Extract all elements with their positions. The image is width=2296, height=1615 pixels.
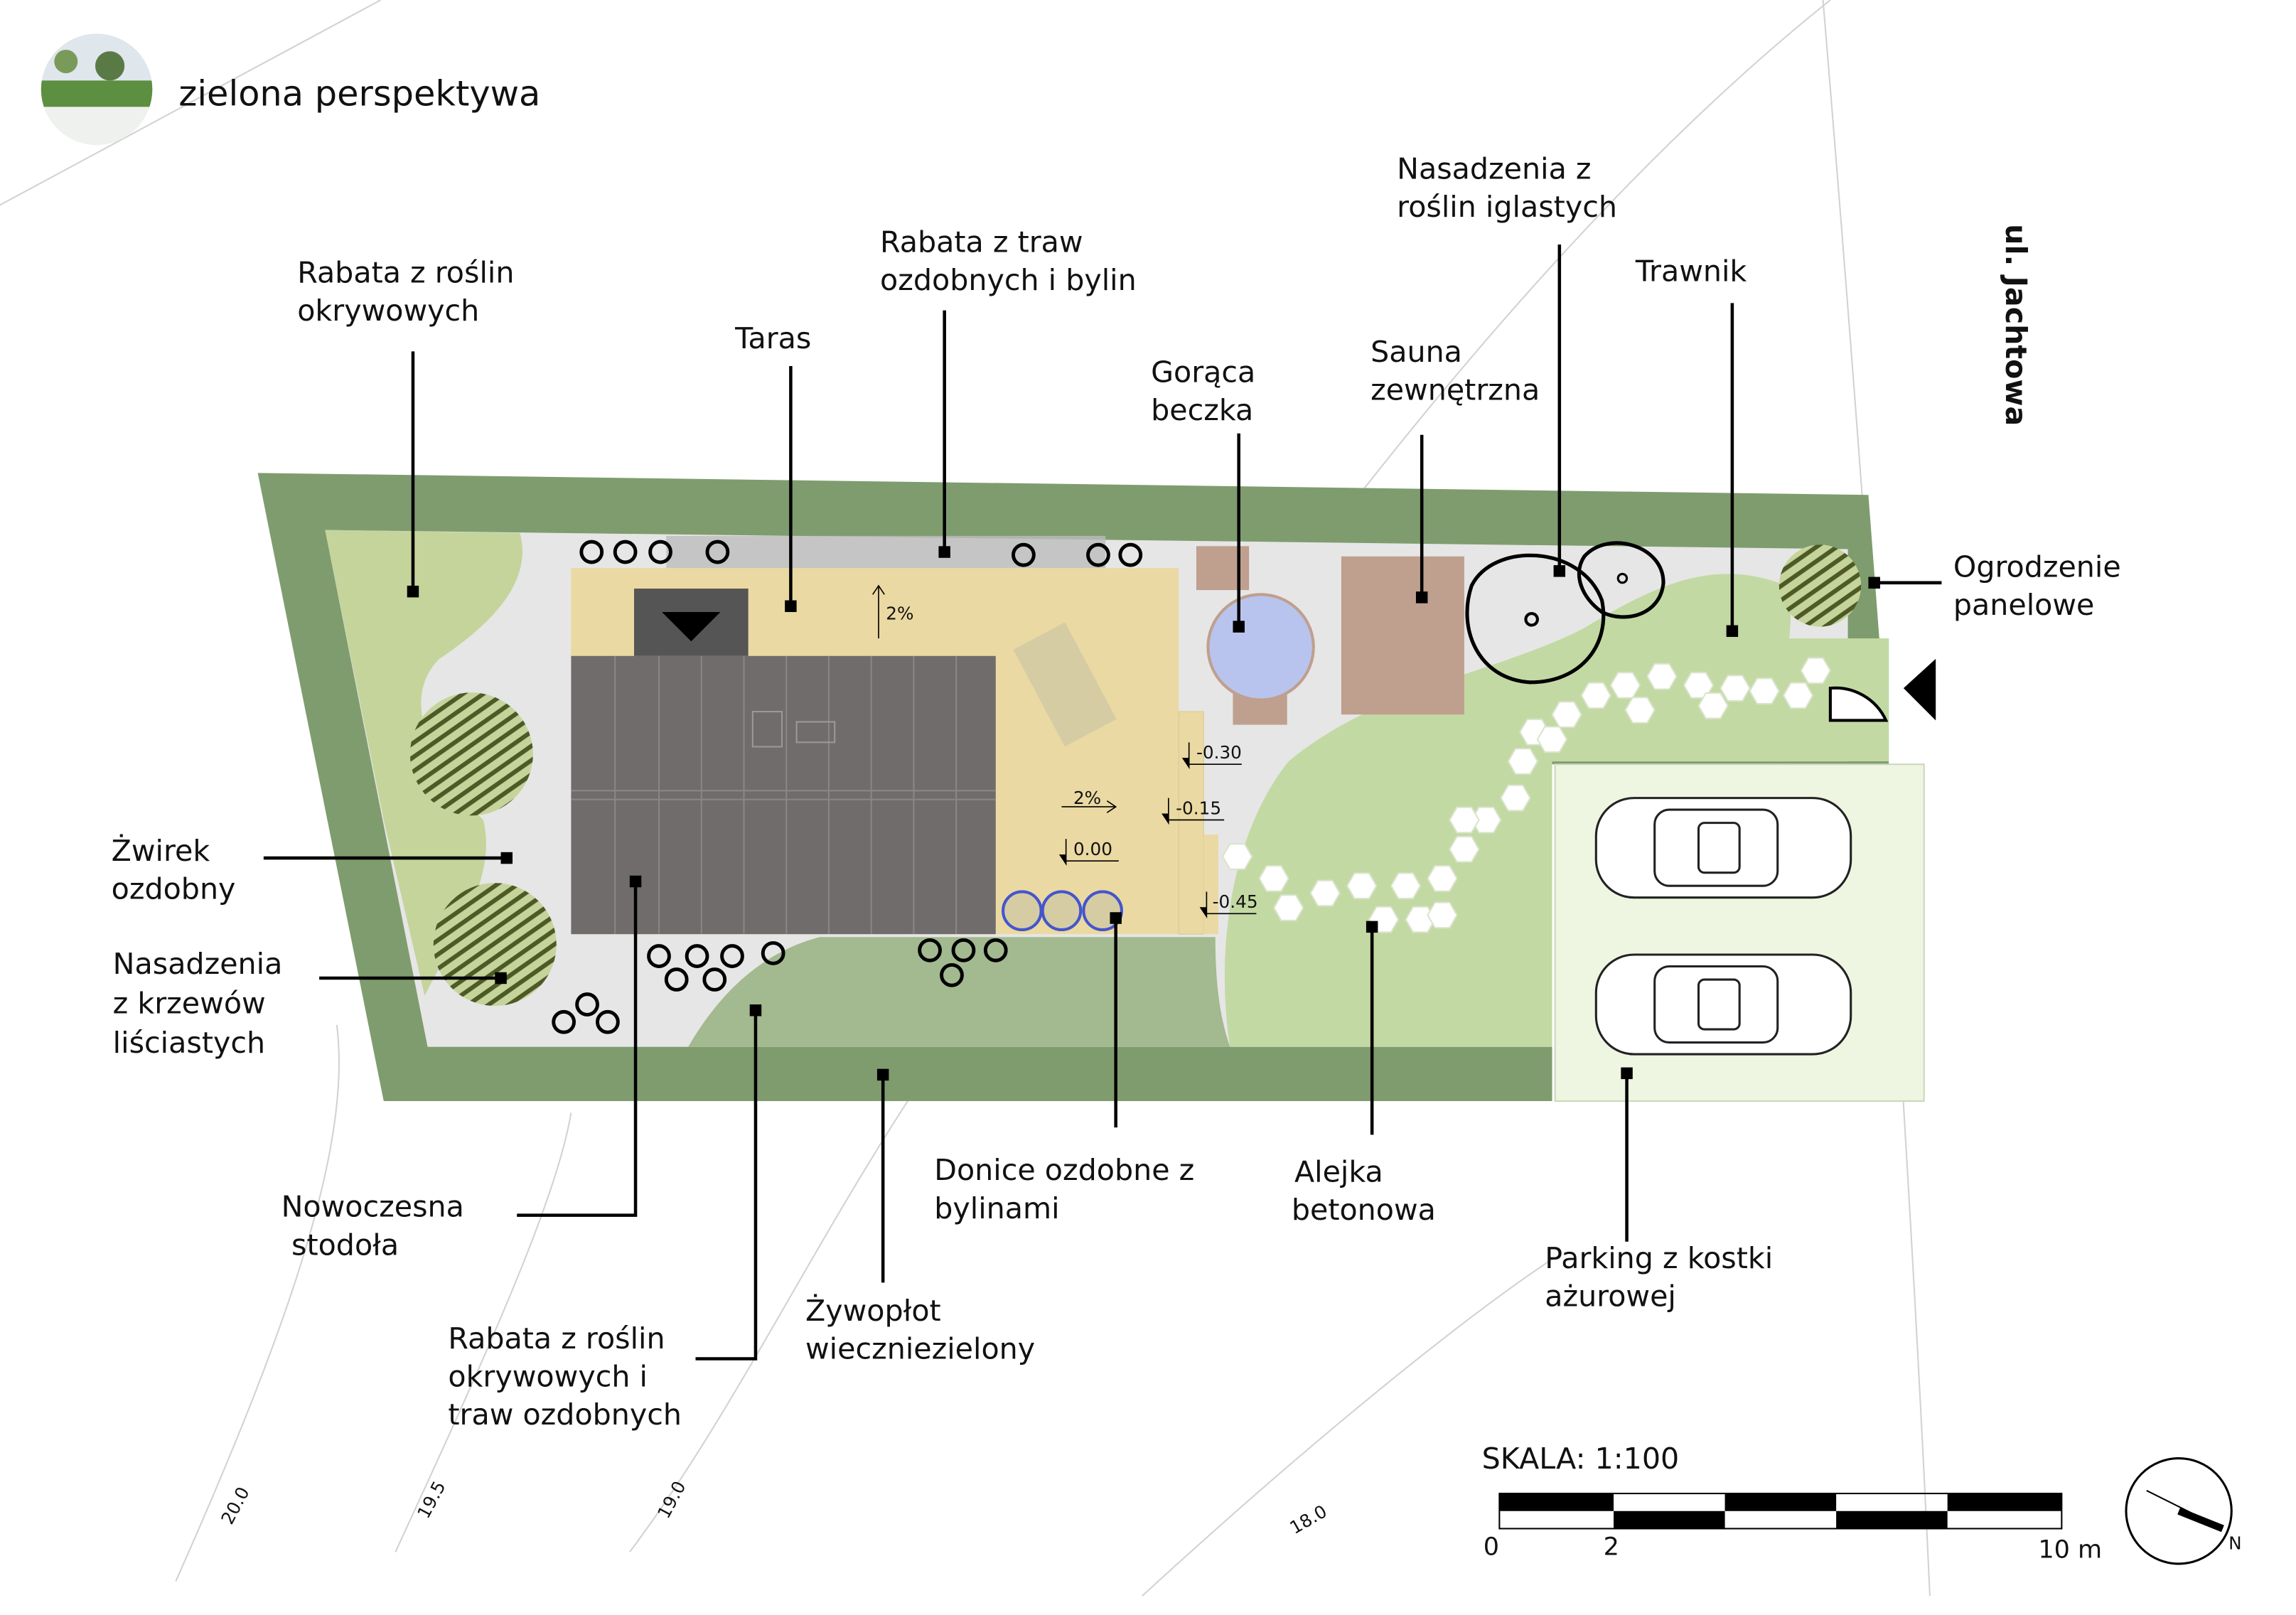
gate [1828, 658, 1936, 722]
stepping-stone [1258, 865, 1289, 892]
stepping-stone [1449, 835, 1480, 863]
entrance-triangle-icon [662, 612, 721, 642]
scale-0: 0 [1484, 1533, 1499, 1562]
contour-labels: 20.0 19.5 19.0 18.0 [217, 1478, 1330, 1538]
level-015: -0.15 [1176, 798, 1221, 818]
label-terrace: Taras [734, 321, 811, 355]
stepping-stone [1646, 662, 1678, 690]
scale-10: 10 m [2038, 1536, 2102, 1565]
stepping-stone [1390, 872, 1422, 900]
stepping-stone [1405, 906, 1436, 933]
parked-cars [1594, 797, 1852, 1056]
sauna [1341, 556, 1464, 715]
scale-2: 2 [1604, 1533, 1619, 1562]
stepping-stone [1346, 872, 1378, 900]
entrance-arrow-icon [1903, 658, 1936, 721]
stepping-stone [1427, 901, 1458, 929]
stepping-stone [1221, 843, 1253, 870]
deciduous-shrub [1779, 544, 1862, 627]
contour-20: 20.0 [217, 1483, 253, 1528]
level-045: -0.45 [1213, 891, 1258, 912]
stepping-stone [1782, 682, 1814, 709]
slope-mid: 2% [1073, 788, 1101, 808]
stepping-stone [1449, 806, 1480, 834]
slope-top: 2% [886, 603, 913, 623]
ornamental-grass-strip [666, 535, 1106, 569]
stepping-stone [1536, 726, 1568, 753]
north-label: N [2228, 1533, 2241, 1553]
stepping-stone [1551, 701, 1582, 729]
scale-title: SKALA: 1:100 [1482, 1442, 1680, 1476]
contour-19: 19.0 [653, 1478, 690, 1522]
level-marks: 2% 2% 0.00 -0.15 -0.30 -0.45 [872, 584, 1258, 919]
scale-bar: SKALA: 1:100 0 2 10 m [1482, 1442, 2103, 1565]
decorative-planters [1002, 890, 1123, 932]
groundcover-grass-bed [688, 937, 1230, 1047]
car-icon [1594, 797, 1852, 899]
stepping-stone [1624, 697, 1656, 724]
level-030: -0.30 [1196, 742, 1242, 763]
stepping-stone [1697, 692, 1729, 719]
stepping-stone [1507, 748, 1539, 775]
contour-18: 18.0 [1286, 1501, 1330, 1538]
stepping-stone [1272, 894, 1304, 921]
concrete-path [1221, 657, 1832, 933]
level-000: 0.00 [1073, 839, 1112, 859]
brand-logo: zielona perspektywa [41, 33, 540, 145]
car-icon [1594, 953, 1852, 1056]
conifers [1465, 541, 1665, 685]
deciduous-shrub [433, 883, 557, 1007]
brand-name: zielona perspektywa [178, 73, 540, 114]
deciduous-shrub [409, 692, 533, 816]
north-arrow-icon: N [2125, 1457, 2242, 1565]
stepping-stone [1427, 865, 1458, 892]
barn-house [571, 589, 996, 935]
leader-lines [263, 244, 1942, 1361]
stepping-stone [1609, 672, 1641, 699]
shrub-rings [552, 540, 1143, 1034]
label-lawn: Trawnik [1635, 254, 1747, 288]
stepping-stone [1749, 677, 1780, 705]
stepping-stone [1500, 784, 1531, 812]
street-name: ul. Jachtowa [1999, 224, 2033, 426]
stepping-stone [1720, 675, 1751, 702]
stepping-stone [1800, 657, 1832, 685]
stepping-stone [1309, 879, 1341, 907]
stepping-stone [1580, 682, 1612, 709]
